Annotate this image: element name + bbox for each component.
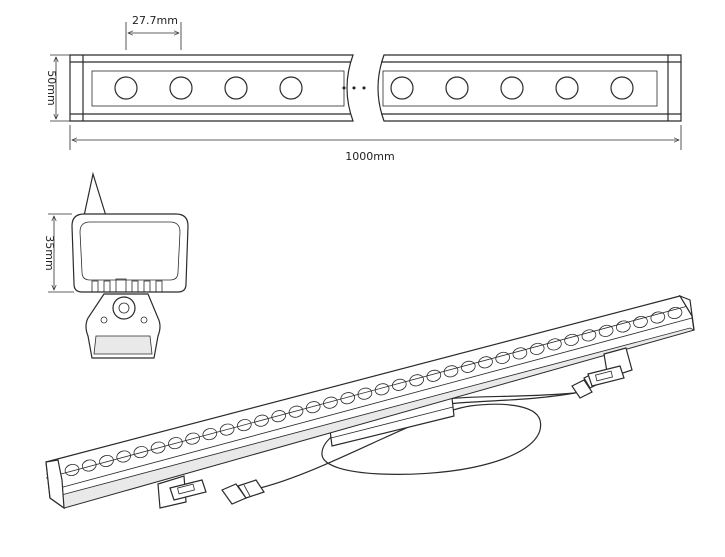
front-led bbox=[279, 76, 303, 100]
bracket-right bbox=[587, 347, 633, 387]
perspective-led bbox=[667, 306, 683, 320]
front-led bbox=[169, 76, 193, 100]
height-side-label: 35mm bbox=[43, 235, 56, 270]
front-right-body bbox=[377, 54, 682, 122]
perspective-led bbox=[409, 374, 424, 387]
perspective-led bbox=[236, 419, 252, 432]
side-housing bbox=[71, 213, 189, 293]
height-side-dimension: 35mm bbox=[43, 213, 74, 293]
perspective-led bbox=[219, 423, 235, 436]
bracket-left bbox=[157, 475, 207, 509]
perspective-led bbox=[271, 410, 287, 423]
perspective-led bbox=[495, 351, 511, 364]
perspective-led bbox=[323, 396, 338, 409]
perspective-led bbox=[305, 401, 321, 414]
perspective-led bbox=[426, 369, 442, 382]
length-label: 1000mm bbox=[345, 150, 394, 163]
perspective-led bbox=[443, 365, 459, 378]
perspective-led bbox=[478, 356, 493, 369]
perspective-led bbox=[150, 441, 166, 454]
perspective-led bbox=[64, 463, 80, 477]
spacing-dimension: 27.7mm bbox=[125, 14, 182, 50]
perspective-led bbox=[133, 446, 149, 459]
perspective-led bbox=[650, 311, 666, 324]
break-symbol: • • • bbox=[341, 82, 367, 95]
side-fin bbox=[83, 171, 107, 217]
perspective-led bbox=[357, 387, 373, 400]
front-left-body bbox=[69, 54, 354, 122]
perspective-led bbox=[99, 454, 114, 468]
perspective-led bbox=[460, 360, 476, 373]
perspective-led bbox=[202, 428, 218, 441]
perspective-led bbox=[581, 329, 597, 342]
perspective-view bbox=[45, 294, 696, 510]
front-led bbox=[610, 76, 634, 100]
front-led bbox=[390, 76, 414, 100]
perspective-led bbox=[547, 338, 562, 351]
front-led bbox=[224, 76, 248, 100]
length-dimension: 1000mm bbox=[69, 125, 682, 163]
front-led bbox=[500, 76, 524, 100]
height-front-dimension: 50mm bbox=[45, 54, 70, 122]
perspective-led-row bbox=[64, 306, 683, 477]
side-view: 35mm bbox=[43, 171, 189, 359]
front-view: • • • 27.7mm 50mm 1000mm bbox=[45, 14, 682, 163]
front-led bbox=[445, 76, 469, 100]
front-led bbox=[555, 76, 579, 100]
perspective-led bbox=[391, 378, 407, 391]
perspective-led bbox=[615, 320, 631, 333]
perspective-led bbox=[254, 414, 269, 427]
perspective-led bbox=[633, 315, 648, 329]
perspective-led bbox=[529, 342, 545, 355]
perspective-led bbox=[168, 437, 183, 450]
side-heat-fins bbox=[91, 278, 163, 293]
perspective-led bbox=[340, 392, 356, 405]
spacing-label: 27.7mm bbox=[132, 14, 178, 27]
perspective-led bbox=[288, 405, 304, 418]
perspective-led bbox=[598, 324, 614, 337]
perspective-led bbox=[512, 347, 528, 360]
front-led-row bbox=[114, 76, 634, 100]
front-led bbox=[114, 76, 138, 100]
perspective-led bbox=[564, 333, 579, 346]
perspective-led bbox=[81, 459, 97, 472]
connector-left bbox=[221, 479, 265, 505]
height-front-label: 50mm bbox=[45, 70, 58, 105]
perspective-led bbox=[116, 450, 132, 463]
perspective-led bbox=[374, 383, 390, 396]
perspective-led bbox=[185, 432, 200, 445]
